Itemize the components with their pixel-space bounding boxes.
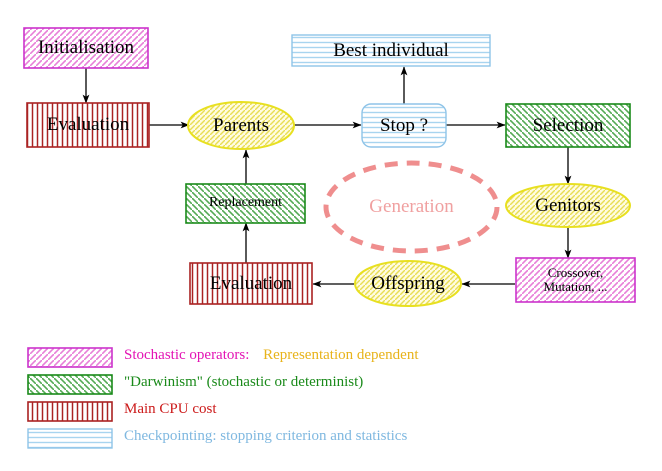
node-shape-crossover-mutation[interactable]	[515, 257, 636, 303]
node-shape-generation[interactable]	[323, 160, 500, 254]
node-shape-best-individual[interactable]	[291, 34, 491, 67]
legend-text-primary: Main CPU cost	[124, 401, 217, 417]
node-shape-evaluation-top[interactable]	[26, 102, 150, 148]
node-shape-replacement[interactable]	[185, 183, 306, 224]
node-shape-parents[interactable]	[187, 101, 295, 150]
legend-label-stochastic: Stochastic operators: Representation dep…	[124, 347, 419, 364]
nodes-layer	[23, 27, 636, 307]
node-shape-offspring[interactable]	[354, 260, 462, 307]
legend-swatch-checkpointing	[27, 428, 113, 449]
node-shape-selection[interactable]	[505, 103, 631, 148]
legend-swatch-darwinism	[27, 374, 113, 395]
legend-text-primary: Checkpointing: stopping criterion and st…	[124, 428, 408, 444]
legend-label-darwinism: "Darwinism" (stochastic or determinist)	[124, 374, 363, 391]
node-shape-genitors[interactable]	[505, 183, 631, 228]
edges-layer	[82, 66, 572, 288]
legend-swatch-stochastic	[27, 347, 113, 368]
node-shape-evaluation-bottom[interactable]	[189, 262, 313, 305]
node-shape-stop[interactable]	[361, 103, 447, 148]
node-shape-initialisation[interactable]	[23, 27, 149, 69]
legend-swatch-cpu-cost	[27, 401, 113, 422]
legend-text-primary: "Darwinism" (stochastic or determinist)	[124, 374, 364, 390]
legend-layer	[27, 347, 113, 449]
legend-text-secondary: Representation dependent	[259, 347, 419, 363]
legend-label-cpu-cost: Main CPU cost	[124, 401, 217, 418]
legend-label-checkpointing: Checkpointing: stopping criterion and st…	[124, 428, 407, 445]
legend-text-primary: Stochastic operators:	[124, 347, 250, 363]
